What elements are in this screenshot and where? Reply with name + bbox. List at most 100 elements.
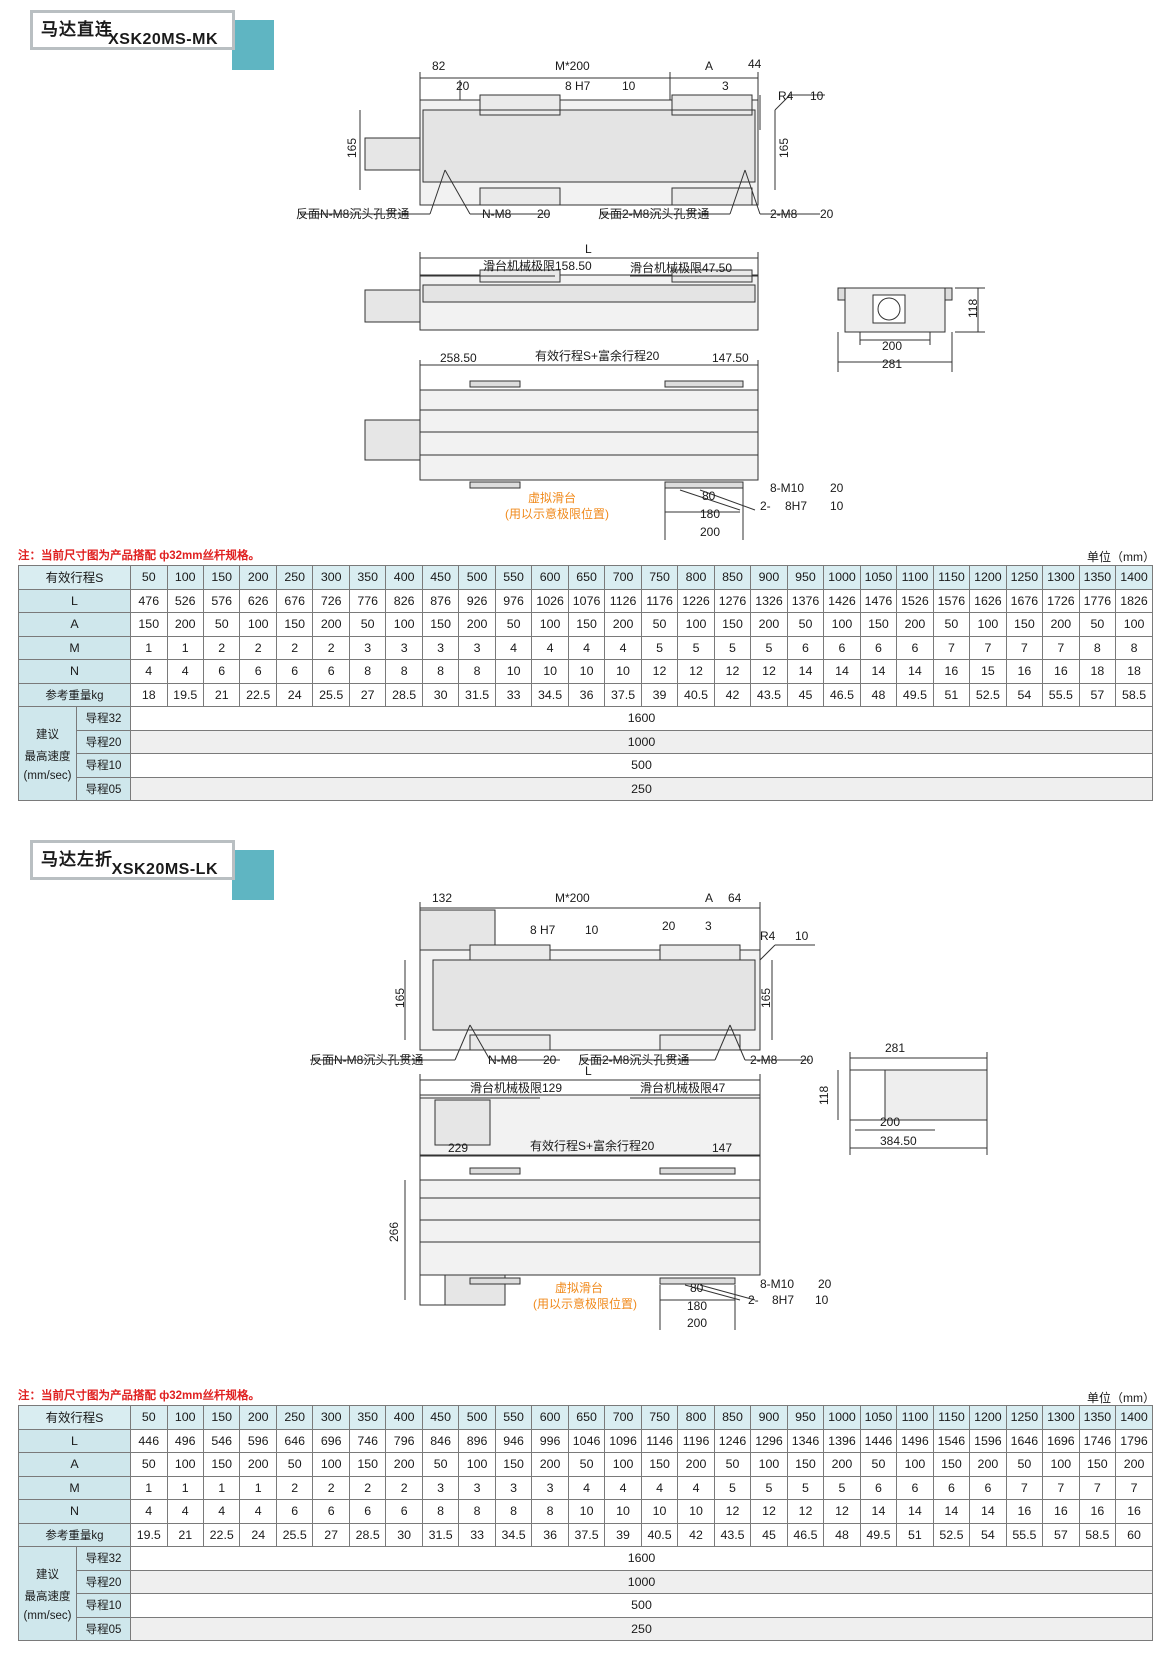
table-cell: 50 [786,612,825,637]
table-cell: 3 [421,1475,460,1500]
bottom-dim-266: 266 [387,1222,401,1242]
dim-165-left: 165 [393,988,407,1008]
table-cell: 1200 [969,1405,1007,1430]
table-cell: 796 [385,1428,423,1453]
table-cell: 34.5 [494,1522,533,1547]
table-cell: 6 [786,635,825,660]
table-cell: 2 [275,1475,314,1500]
table-cell: 200 [239,1405,277,1430]
r4-depth: 10 [795,929,809,943]
table-cell: 1250 [1005,565,1044,590]
table-cell: 10 [567,1499,606,1524]
table-cell: 30 [421,682,460,707]
callout-2-m8: 2-M8 [770,207,798,221]
table-cell: 7 [1078,1475,1117,1500]
table-cell: 1596 [969,1428,1007,1453]
table-cell: 100 [1042,1452,1080,1477]
speed-label: 建议 最高速度 (mm/sec) [18,1546,77,1641]
dim-165-right: 165 [759,988,773,1008]
table-cell: 250 [275,1405,314,1430]
table-cell: 36 [531,1522,569,1547]
table-cell: 150 [1078,1452,1117,1477]
table-cell: 1526 [896,588,934,613]
table-cell: 12 [750,1499,788,1524]
table-cell: 400 [385,1405,423,1430]
table-cell: 950 [786,565,825,590]
section-title-cn: 马达左折 [41,850,113,869]
table-cell: 1776 [1078,588,1117,613]
table-cell: 646 [275,1428,314,1453]
bottom-dim-stroke: 有效行程S+富余行程20 [530,1138,655,1153]
table-cell: 12 [713,1499,752,1524]
table-cell: 40.5 [640,1522,679,1547]
table-cell: L [17,588,132,613]
end-dim-118: 118 [966,299,980,318]
h7-depth: 10 [830,499,844,513]
table-cell: 4 [567,1475,606,1500]
table-cell: 49.5 [896,682,934,707]
table-cell: 5 [713,1475,752,1500]
table-cell: 726 [312,588,350,613]
table-cell: 1000 [130,1569,1153,1594]
table-cell: 100 [969,612,1007,637]
bottom-dim-stroke: 有效行程S+富余行程20 [535,348,660,363]
table-cell: 450 [421,1405,460,1430]
table-cell: 导程32 [75,706,132,731]
table-cell: 250 [275,565,314,590]
bottom-dim-left: 258.50 [440,351,477,365]
table-cell: 50 [202,612,241,637]
table-cell: 2 [385,1475,423,1500]
table-cell: 150 [202,1452,241,1477]
table-cell: 48 [823,1522,861,1547]
table-cell: 49.5 [859,1522,898,1547]
table-cell: 6 [312,659,350,684]
table-cell: 576 [202,588,241,613]
table-cell: 导程10 [75,753,132,778]
table-cell: 200 [531,1452,569,1477]
table-cell: 19.5 [130,1522,168,1547]
table-cell: 976 [494,588,533,613]
table-cell: 1276 [713,588,752,613]
table-cell: 1426 [823,588,861,613]
table-cell: 10 [604,1499,642,1524]
table-cell: 150 [202,565,241,590]
table-cell: 1146 [640,1428,679,1453]
table-cell: N [17,659,132,684]
table-cell: 3 [531,1475,569,1500]
table-cell: 746 [348,1428,387,1453]
table-cell: 4 [130,659,168,684]
table-cell: 50 [348,612,387,637]
table-cell: 1050 [859,565,898,590]
section-title-box: 马达左折 XSK20MS-LK [30,840,235,880]
table-cell: 28.5 [385,682,423,707]
table-cell: 200 [604,612,642,637]
table-cell: 150 [421,612,460,637]
dim-82: 82 [432,59,446,73]
table-cell: 1476 [859,588,898,613]
table-cell: 10 [640,1499,679,1524]
m10: 8-M10 [770,481,804,495]
table-cell: 4 [531,635,569,660]
table-cell: 7 [969,635,1007,660]
table-cell: 2 [312,635,350,660]
d180: 180 [700,507,720,521]
end-dim-200: 200 [880,1115,900,1129]
dim-l: L [585,242,592,256]
table-cell: 4 [494,635,533,660]
table-cell: 100 [458,1452,496,1477]
table-cell: 1626 [969,588,1007,613]
table-cell: 7 [1005,635,1044,660]
table-cell: 626 [239,588,277,613]
dim-20: 20 [456,79,470,93]
table-cell: 1246 [713,1428,752,1453]
table-cell: 10 [567,659,606,684]
table-cell: 1300 [1042,1405,1080,1430]
dim-3: 3 [705,919,712,933]
virtual-slide: 虚拟滑台 [528,490,576,505]
table-cell: 12 [823,1499,861,1524]
r4: R4 [760,929,776,943]
table-cell: 8 [421,1499,460,1524]
table-cell: 25.5 [275,1522,314,1547]
